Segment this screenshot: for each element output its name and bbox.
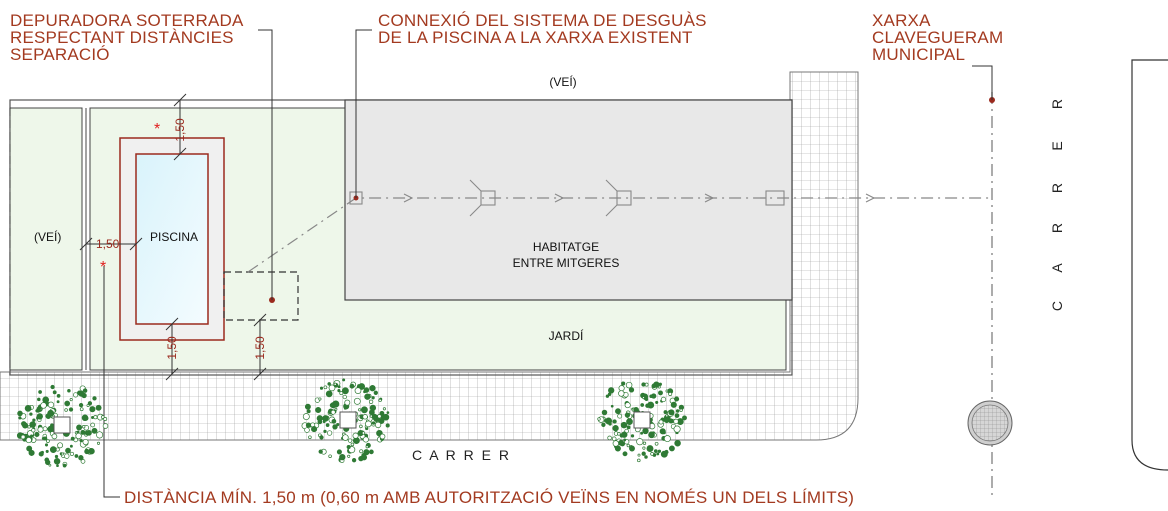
dim-top: 1,50 [173, 118, 187, 142]
note-connexio: CONNEXIÓ DEL SISTEMA DE DESGUÀS DE LA PI… [378, 11, 707, 47]
asterisk-top: * [154, 121, 160, 138]
asterisk-left: * [100, 259, 106, 276]
label-carrer-bottom: C A R R E R [412, 447, 511, 463]
note-depuradora: DEPURADORA SOTERRADA RESPECTANT DISTÀNCI… [10, 11, 244, 64]
carrer-right-letter: R [1049, 183, 1065, 193]
dim-bottom-depuradora: 1,50 [253, 336, 267, 360]
label-habitatge-2: ENTRE MITGERES [513, 256, 620, 270]
house [344, 99, 793, 301]
tree-icon [301, 378, 390, 463]
tree-icon [597, 381, 687, 463]
tree-icon [16, 384, 109, 468]
carrer-right-letter: R [1049, 223, 1065, 233]
label-vei-top: (VEÍ) [549, 74, 576, 89]
label-vei-left: (VEÍ) [34, 229, 61, 244]
label-habitatge-1: HABITATGE [533, 240, 599, 254]
note-xarxa: XARXA CLAVEGUERAM MUNICIPAL [872, 11, 1004, 64]
label-piscina: PISCINA [150, 230, 198, 244]
carrer-right-letter: E [1049, 141, 1065, 150]
note-distancia: DISTÀNCIA MÍN. 1,50 m (0,60 m AMB AUTORI… [124, 488, 855, 507]
manhole-cover [967, 400, 1013, 446]
street-trees [16, 378, 687, 468]
carrer-right-letter: R [1049, 99, 1065, 109]
left-neighbor-area [9, 107, 83, 371]
right-curb [1131, 59, 1168, 471]
sidewalk [0, 71, 859, 441]
depuradora-box [223, 271, 299, 321]
carrer-right-letter: C [1049, 301, 1065, 311]
label-jardi: JARDÍ [549, 328, 584, 343]
dim-bottom-pool: 1,50 [165, 336, 179, 360]
carrer-right-letter: A [1049, 263, 1065, 273]
label-carrer-right: R E R R A C [1049, 99, 1065, 311]
dim-left: 1,50 [96, 237, 120, 251]
